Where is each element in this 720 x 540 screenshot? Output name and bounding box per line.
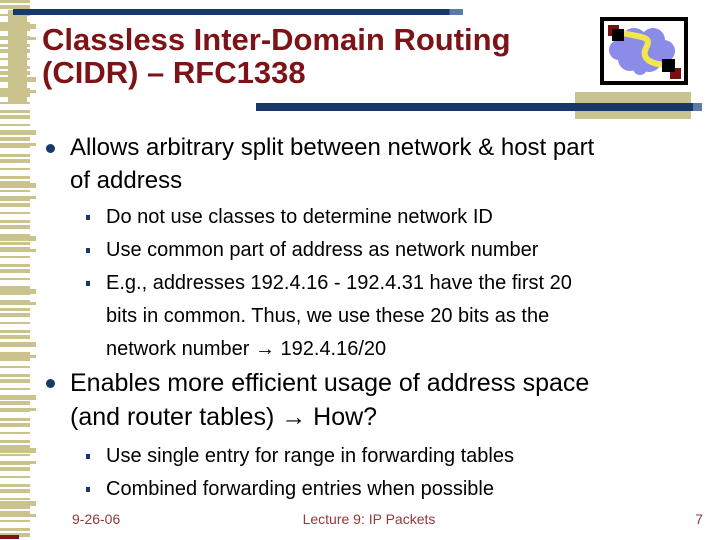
- accent-bar-top: [13, 9, 463, 15]
- sub-bullet-item: Do not use classes to determine network …: [86, 201, 691, 234]
- cloud-with-link-graphic: [608, 25, 681, 79]
- footer-lecture-title: Lecture 9: IP Packets: [302, 511, 436, 527]
- bullet-square-icon: [86, 215, 90, 220]
- sub-bullet-text: Do not use classes to determine network …: [106, 206, 493, 228]
- left-tan-block: [8, 10, 27, 104]
- sub-bullet-item: E.g., addresses 192.4.16 - 192.4.31 have…: [86, 267, 691, 366]
- slide-body: Allows arbitrary split between network &…: [46, 131, 691, 506]
- sub-bullet-text: Combined forwarding entries when possibl…: [106, 478, 494, 500]
- footer-page-number: 7: [695, 511, 703, 527]
- yellow-link-line: [616, 29, 672, 68]
- sub-bullet-text: E.g., addresses 192.4.16 - 192.4.31 have…: [106, 272, 572, 360]
- bullet-square-icon: [86, 454, 90, 459]
- node-black-topleft: [612, 29, 624, 41]
- sub-bullet-item: Use common part of address as network nu…: [86, 234, 691, 267]
- bullet-dot-icon: [46, 144, 55, 153]
- bullet-dot-icon: [46, 379, 55, 388]
- node-black-bottomright: [662, 59, 675, 72]
- bullet-square-icon: [86, 248, 90, 253]
- footer-date: 9-26-06: [72, 511, 121, 527]
- node-red-bottomright: [670, 68, 681, 79]
- bullet-text: Enables more efficient usage of address …: [70, 369, 590, 431]
- sub-bullet-text: Use single entry for range in forwarding…: [106, 445, 514, 467]
- bullet-item: Allows arbitrary split between network &…: [46, 131, 691, 197]
- bullet-square-icon: [86, 281, 90, 286]
- slide-title: Classless Inter-Domain Routing (CIDR) – …: [42, 22, 511, 90]
- sub-bullet-list: Use single entry for range in forwarding…: [86, 440, 691, 506]
- left-maroon-stripe: [0, 535, 19, 539]
- bullet-square-icon: [86, 487, 90, 492]
- sub-bullet-list: Do not use classes to determine network …: [86, 201, 691, 366]
- accent-bar-middle: [256, 103, 702, 111]
- sub-bullet-item: Use single entry for range in forwarding…: [86, 440, 691, 473]
- sub-bullet-item: Combined forwarding entries when possibl…: [86, 473, 691, 506]
- sub-bullet-text: Use common part of address as network nu…: [106, 239, 539, 261]
- bullet-item: Enables more efficient usage of address …: [46, 366, 691, 434]
- bullet-text: Allows arbitrary split between network &…: [70, 134, 595, 194]
- slide-footer: 9-26-06 Lecture 9: IP Packets 7: [0, 511, 720, 531]
- network-cloud-icon: [600, 17, 688, 85]
